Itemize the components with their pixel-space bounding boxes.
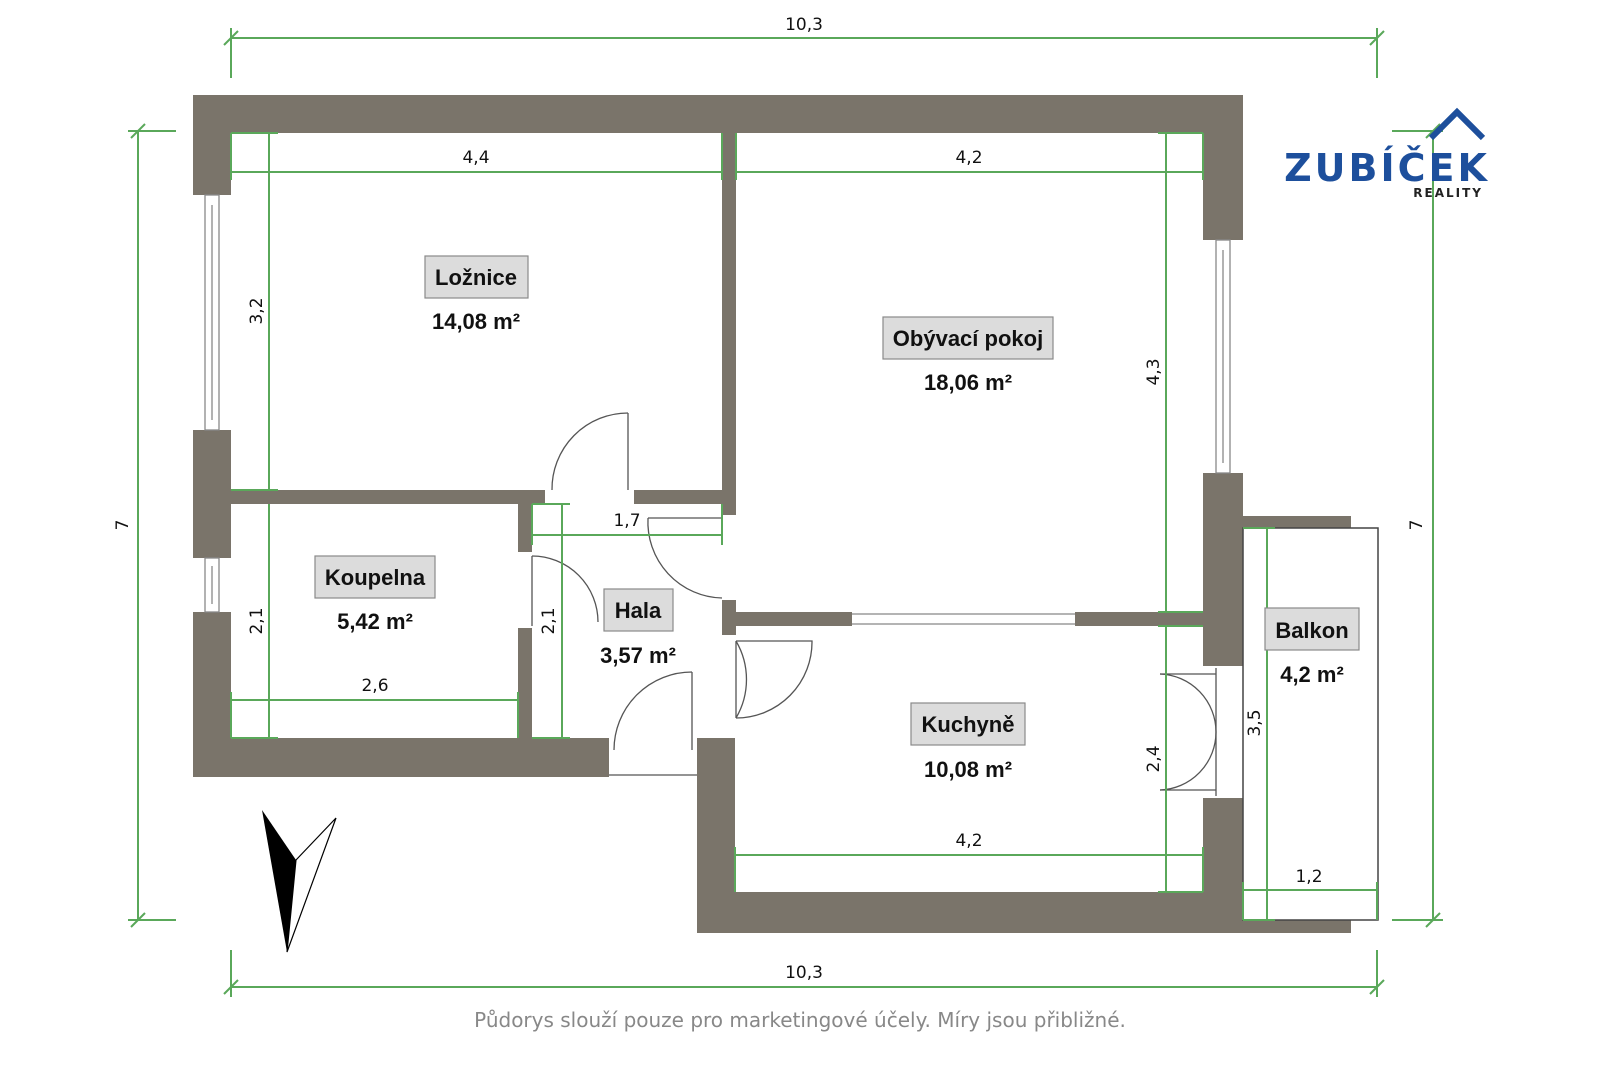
room-hall-name: Hala: [615, 598, 662, 623]
brand-logo: ZUBÍČEK REALITY: [1284, 107, 1490, 200]
wall-bottom-left: [193, 738, 609, 777]
wall-right-middle: [1203, 473, 1243, 666]
wall-partition-bath-hall-lower: [518, 628, 532, 738]
north-arrow-icon: [262, 810, 337, 953]
dim-bathroom-width: 2,6: [361, 676, 388, 696]
dimension-lines: [128, 28, 1443, 997]
room-balcony-area: 4,2 m²: [1280, 662, 1344, 687]
room-bedroom-area: 14,08 m²: [432, 309, 520, 334]
room-balcony-name: Balkon: [1275, 618, 1348, 643]
wall-kitchen-left: [697, 738, 735, 933]
door-entrance: [609, 671, 697, 776]
dim-overall-top: 10,3: [785, 15, 823, 35]
room-living: Obývací pokoj 18,06 m²: [882, 316, 1054, 395]
room-bathroom: Koupelna 5,42 m²: [314, 555, 436, 634]
dim-overall-right: 7: [1407, 520, 1427, 531]
doors: [531, 412, 1217, 796]
door-bathroom: [531, 555, 599, 626]
room-bedroom: Ložnice 14,08 m²: [424, 255, 529, 334]
roof-icon: [1428, 107, 1486, 141]
room-labels: Ložnice 14,08 m² Obývací pokoj 18,06 m² …: [314, 255, 1360, 782]
balcony-rail-top: [1243, 516, 1351, 528]
dim-bathroom-height: 2,1: [247, 607, 267, 634]
balcony-outline: [1242, 527, 1379, 921]
walls: [193, 95, 1351, 933]
wall-partition-living-kitchen-left: [736, 612, 852, 626]
dim-kitchen-width: 4,2: [955, 831, 982, 851]
room-kitchen: Kuchyně 10,08 m²: [910, 702, 1026, 782]
dim-overall-left: 7: [113, 520, 133, 531]
door-kitchen: [735, 640, 813, 719]
wall-left-middle: [193, 430, 231, 558]
dim-living-width: 4,2: [955, 148, 982, 168]
wall-partition-hall-kitchen: [722, 600, 736, 635]
wall-partition-bedroom-bath: [231, 490, 545, 504]
room-living-name: Obývací pokoj: [893, 326, 1043, 351]
dim-hall-width: 1,7: [613, 511, 640, 531]
wall-partition-living-kitchen-right: [1075, 612, 1203, 626]
wall-top: [193, 95, 1243, 133]
dim-kitchen-height: 2,4: [1144, 745, 1164, 772]
room-bedroom-name: Ložnice: [435, 265, 517, 290]
room-hall-area: 3,57 m²: [600, 643, 676, 668]
room-bathroom-area: 5,42 m²: [337, 609, 413, 634]
dim-balcony-height: 3,5: [1245, 709, 1265, 736]
dim-overall-bottom: 10,3: [785, 963, 823, 983]
wall-right-upper: [1203, 95, 1243, 240]
room-hall: Hala 3,57 m²: [600, 588, 676, 668]
wall-partition-bedroom-hall: [634, 490, 734, 504]
disclaimer-text: Půdorys slouží pouze pro marketingové úč…: [474, 1008, 1126, 1032]
room-kitchen-area: 10,08 m²: [924, 757, 1012, 782]
brand-sub: REALITY: [1413, 186, 1483, 200]
dim-balcony-width: 1,2: [1295, 867, 1322, 887]
dim-bedroom-width: 4,4: [462, 148, 489, 168]
room-kitchen-name: Kuchyně: [922, 712, 1015, 737]
door-bedroom: [551, 412, 629, 491]
wall-bottom-right: [697, 892, 1243, 933]
wall-partition-bath-hall-upper: [518, 490, 532, 552]
windows: [204, 194, 1231, 625]
brand-name: ZUBÍČEK: [1284, 146, 1490, 190]
dim-living-height: 4,3: [1144, 358, 1164, 385]
door-living: [647, 517, 723, 599]
dim-bedroom-height: 3,2: [247, 297, 267, 324]
wall-left-upper: [193, 95, 231, 195]
room-bathroom-name: Koupelna: [325, 565, 426, 590]
room-living-area: 18,06 m²: [924, 370, 1012, 395]
door-balcony: [1159, 668, 1217, 796]
dimension-labels: 10,3 10,3 7 7 4,4 4,2 3,2 4,3 2,1 2,6 1,…: [113, 15, 1427, 983]
balcony-rail-bottom: [1243, 920, 1351, 933]
wall-partition-bedroom-living: [722, 133, 736, 515]
dim-hall-height: 2,1: [539, 607, 559, 634]
room-balcony: Balkon 4,2 m²: [1264, 607, 1360, 687]
